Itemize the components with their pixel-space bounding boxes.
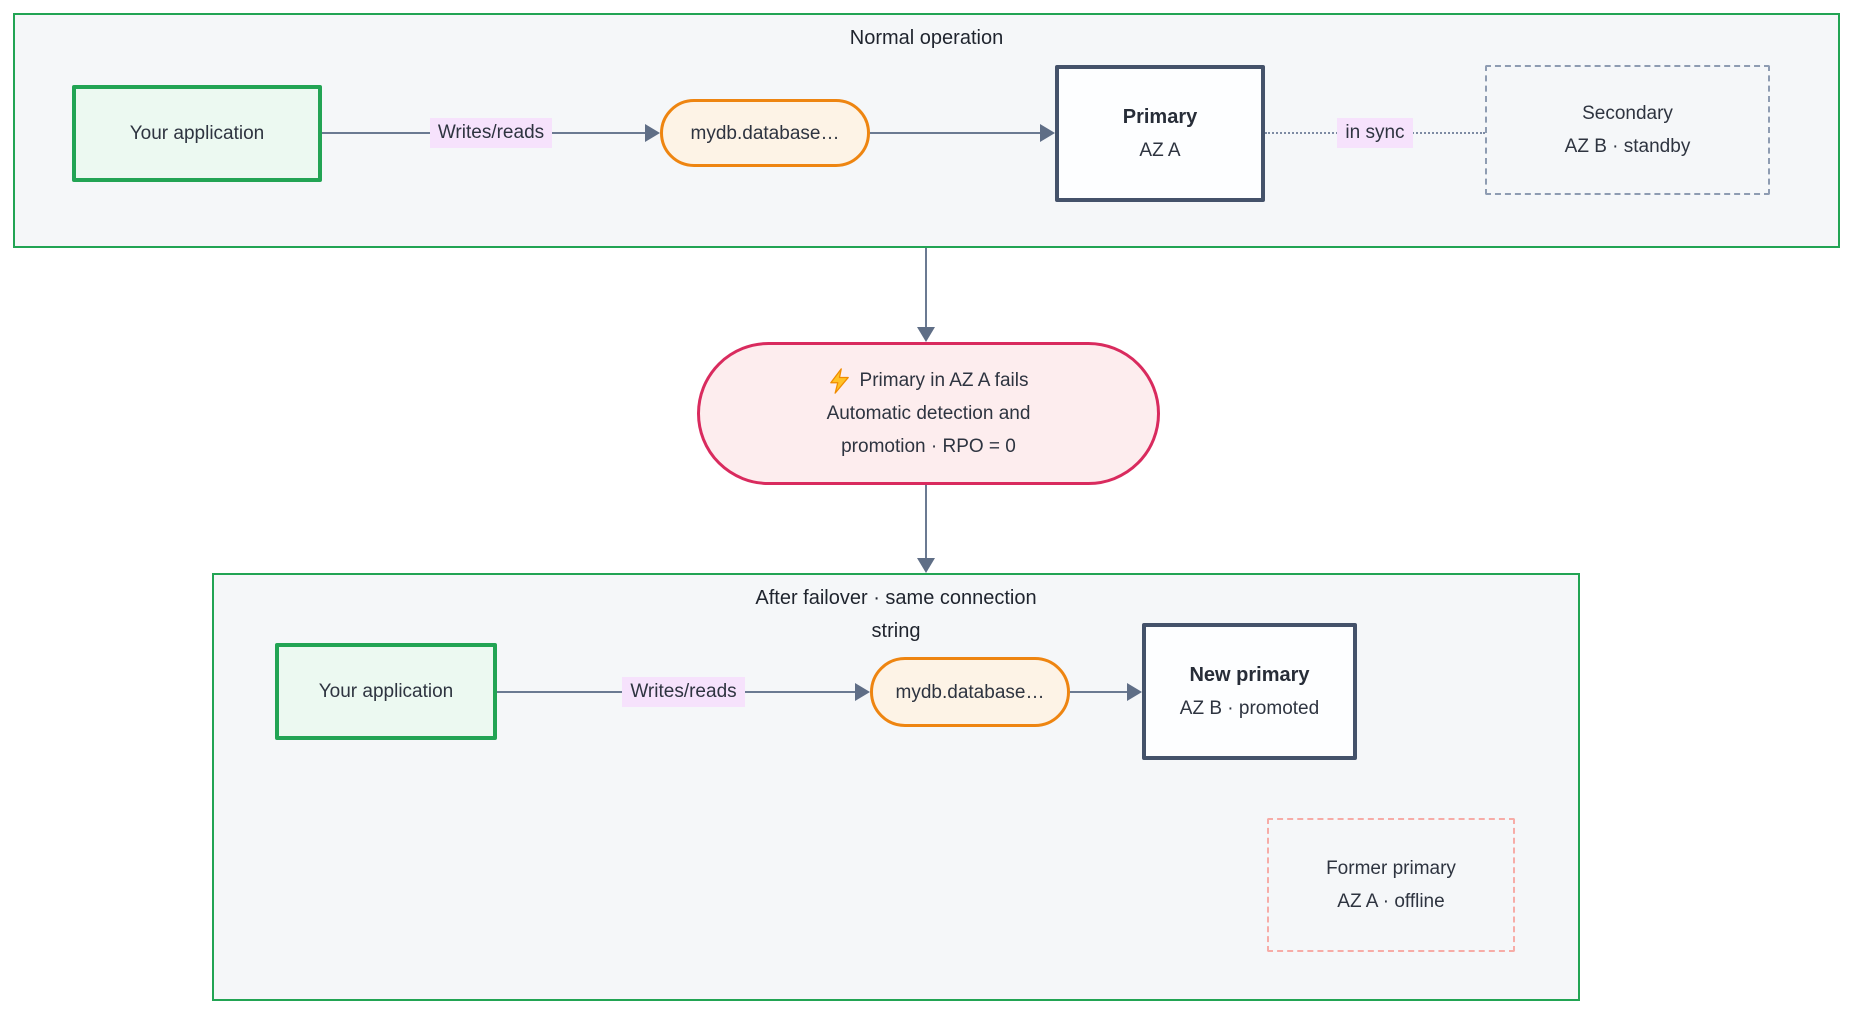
- former-primary-subtitle: AZ A · offline: [1337, 891, 1445, 912]
- dns-to-new-primary-edge: [1070, 679, 1142, 705]
- secondary-node: Secondary AZ B · standby: [1485, 65, 1770, 195]
- writes-reads-label-top: Writes/reads: [429, 118, 553, 148]
- your-application-node-top: Your application: [72, 85, 322, 182]
- edge-line: [925, 248, 927, 333]
- arrow-right-icon: [645, 124, 660, 142]
- edge-line: [925, 485, 927, 564]
- failover-event-node: Primary in AZ A fails Automatic detectio…: [697, 342, 1160, 485]
- failover-line-2: Automatic detection and: [826, 403, 1031, 424]
- dns-endpoint-node-top: mydb.database…: [660, 99, 870, 167]
- secondary-subtitle: AZ B · standby: [1564, 136, 1691, 157]
- edge-line: [1070, 691, 1134, 693]
- section-normal-title: Normal operation: [15, 22, 1838, 55]
- primary-subtitle: AZ A: [1139, 139, 1181, 161]
- writes-reads-edge-top: Writes/reads: [322, 118, 660, 148]
- new-primary-subtitle: AZ B · promoted: [1179, 697, 1320, 719]
- in-sync-label: in sync: [1337, 118, 1413, 148]
- arrow-down-icon: [917, 558, 935, 573]
- failover-line-1: Primary in AZ A fails: [859, 370, 1029, 391]
- primary-node: Primary AZ A: [1055, 65, 1265, 202]
- arrow-right-icon: [855, 683, 870, 701]
- arrow-down-icon: [917, 327, 935, 342]
- new-primary-title: New primary: [1189, 663, 1310, 686]
- in-sync-edge: in sync: [1265, 118, 1485, 148]
- normal-to-failover-edge: [917, 248, 935, 342]
- arrow-right-icon: [1040, 124, 1055, 142]
- failover-line-3: promotion · RPO = 0: [841, 436, 1016, 457]
- your-application-label-bottom: Your application: [318, 681, 454, 702]
- writes-reads-edge-bottom: Writes/reads: [497, 677, 870, 707]
- former-primary-node: Former primary AZ A · offline: [1267, 818, 1515, 952]
- your-application-label-top: Your application: [129, 123, 265, 144]
- new-primary-node: New primary AZ B · promoted: [1142, 623, 1357, 760]
- section-after-title: After failover · same connection string: [214, 582, 1578, 648]
- lightning-bolt-icon: [829, 367, 849, 394]
- dns-endpoint-label-bottom: mydb.database…: [895, 681, 1045, 703]
- section-after-title-line-1: After failover · same connection: [755, 587, 1037, 609]
- edge-line: [870, 132, 1047, 134]
- your-application-node-bottom: Your application: [275, 643, 497, 740]
- arrow-right-icon: [1127, 683, 1142, 701]
- secondary-title: Secondary: [1582, 103, 1673, 124]
- failover-to-after-edge: [917, 485, 935, 573]
- dns-endpoint-label-top: mydb.database…: [690, 122, 840, 144]
- dns-endpoint-node-bottom: mydb.database…: [870, 657, 1070, 727]
- section-normal-title-text: Normal operation: [849, 27, 1004, 49]
- section-after-title-line-2: string: [871, 620, 921, 642]
- former-primary-title: Former primary: [1326, 858, 1456, 879]
- primary-title: Primary: [1122, 105, 1198, 128]
- writes-reads-label-bottom: Writes/reads: [622, 677, 745, 707]
- dns-to-primary-edge: [870, 120, 1055, 146]
